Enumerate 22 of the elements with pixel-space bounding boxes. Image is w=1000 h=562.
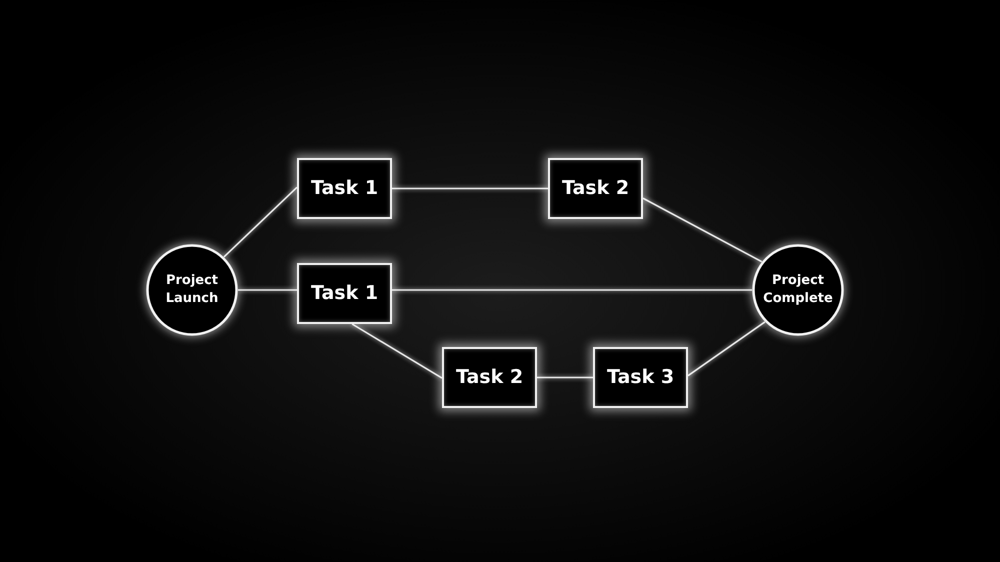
connector-line	[642, 198, 762, 262]
milestone-label: Project Launch	[164, 272, 220, 308]
connector-line	[238, 289, 297, 291]
task-box	[442, 347, 537, 408]
connector-line	[688, 321, 766, 376]
task-label: Task 2	[562, 177, 630, 200]
connector-line	[392, 289, 752, 291]
task-label: Task 2	[456, 366, 524, 389]
connector-line	[537, 376, 593, 378]
task-box	[593, 347, 688, 408]
milestone-circle	[752, 244, 844, 336]
task-box	[297, 263, 392, 324]
task-label: Task 1	[310, 177, 378, 200]
task-label: Task 1	[310, 282, 378, 305]
milestone-circle	[146, 244, 238, 336]
milestone-label: Project Complete	[762, 272, 834, 308]
task-label: Task 3	[606, 366, 674, 389]
connector-line	[223, 186, 298, 258]
task-box	[297, 158, 392, 219]
connector-line	[352, 323, 442, 379]
connector-line	[392, 188, 548, 190]
task-box	[548, 158, 643, 219]
